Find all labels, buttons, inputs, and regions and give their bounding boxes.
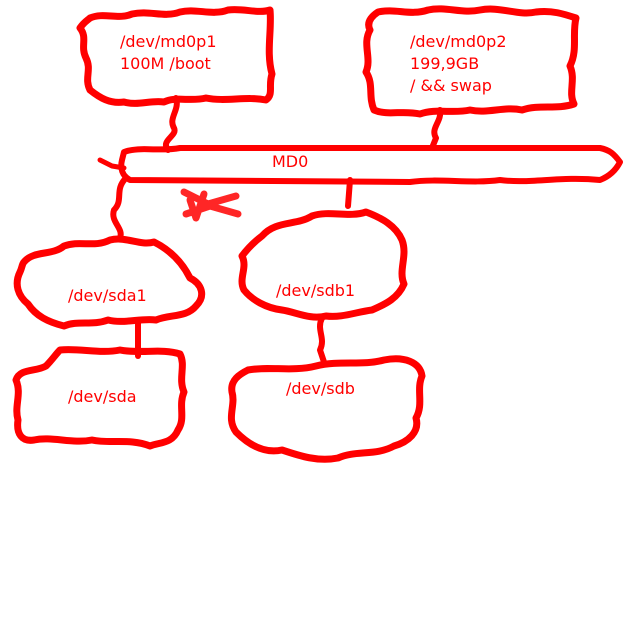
node-md0p1: /dev/md0p1 100M /boot: [76, 6, 276, 107]
md0-bus: MD0: [97, 145, 623, 185]
smudge-mark: [180, 188, 242, 222]
md0-bus-outline: [118, 145, 623, 185]
node-sda: /dev/sda: [12, 346, 188, 450]
sda-cloud: [12, 346, 188, 450]
sdb1-label: /dev/sdb1: [276, 281, 355, 300]
md0-bus-left-stub: [97, 157, 127, 171]
md0p2-label-line-2: 199,9GB: [410, 54, 479, 73]
sdb-label: /dev/sdb: [286, 379, 355, 398]
sda1-label: /dev/sda1: [68, 286, 147, 305]
connector-md0p1-to-md0: [163, 95, 180, 153]
sda-label: /dev/sda: [68, 387, 137, 406]
md0p1-cloud: [76, 6, 276, 107]
md0p1-label-line-1: /dev/md0p1: [120, 32, 217, 51]
connector-md0-to-sda1: [110, 175, 129, 241]
md0-label: MD0: [272, 152, 308, 171]
ink-smudge: [180, 188, 242, 222]
node-sda1: /dev/sda1: [13, 235, 206, 330]
connector-sdb1-to-sdb: [317, 315, 327, 365]
connector-md0p2-to-md0: [429, 107, 444, 151]
md0p2-label-line-3: / && swap: [410, 76, 492, 95]
node-sdb1: /dev/sdb1: [238, 208, 408, 321]
md0p2-label-line-1: /dev/md0p2: [410, 32, 507, 51]
sdb1-cloud: [238, 208, 408, 321]
sda1-cloud: [13, 235, 206, 330]
md0p2-cloud: [362, 5, 580, 118]
node-sdb: /dev/sdb: [227, 355, 426, 463]
sdb-cloud: [227, 355, 426, 463]
node-md0p2: /dev/md0p2 199,9GB / && swap: [362, 5, 580, 118]
md0p1-label-line-2: 100M /boot: [120, 54, 211, 73]
